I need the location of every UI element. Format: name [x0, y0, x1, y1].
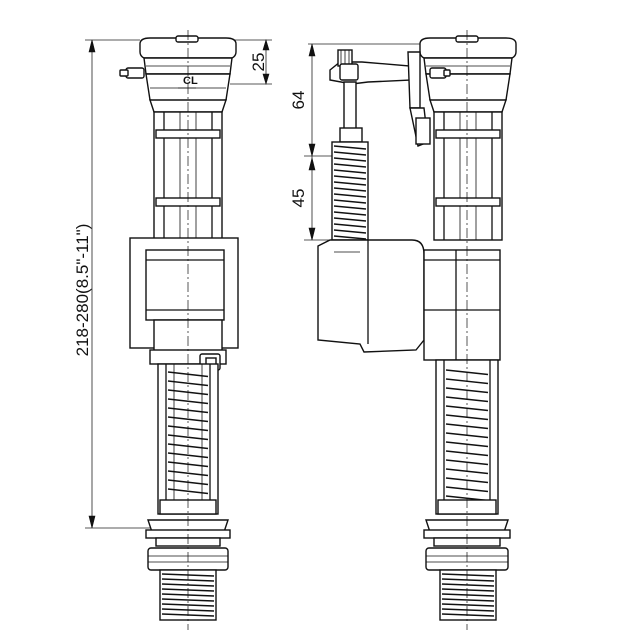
side-riser-tube [423, 111, 503, 361]
top-offset-dimension: 25 [230, 38, 272, 86]
arm-height-label: 64 [289, 91, 308, 110]
float-side [317, 239, 425, 353]
overall-height-dimension: 218-280(8.5"-11") [73, 39, 150, 529]
float-front [129, 237, 239, 353]
centerline-label: CL [183, 75, 198, 87]
top-offset-label: 25 [249, 53, 268, 72]
side-lower-shank [435, 359, 499, 515]
valve-head: CL [119, 35, 237, 113]
float-travel-label: 45 [289, 189, 308, 208]
float-arm [329, 49, 431, 147]
side-valve-head [419, 35, 517, 113]
float-rod-spring [331, 141, 369, 241]
overall-height-label: 218-280(8.5"-11") [73, 224, 92, 357]
arm-dimensions: 64 45 [289, 43, 430, 241]
front-view: 218-280(8.5"-11") 25 CL [73, 30, 272, 630]
side-view: 64 45 [289, 30, 517, 630]
